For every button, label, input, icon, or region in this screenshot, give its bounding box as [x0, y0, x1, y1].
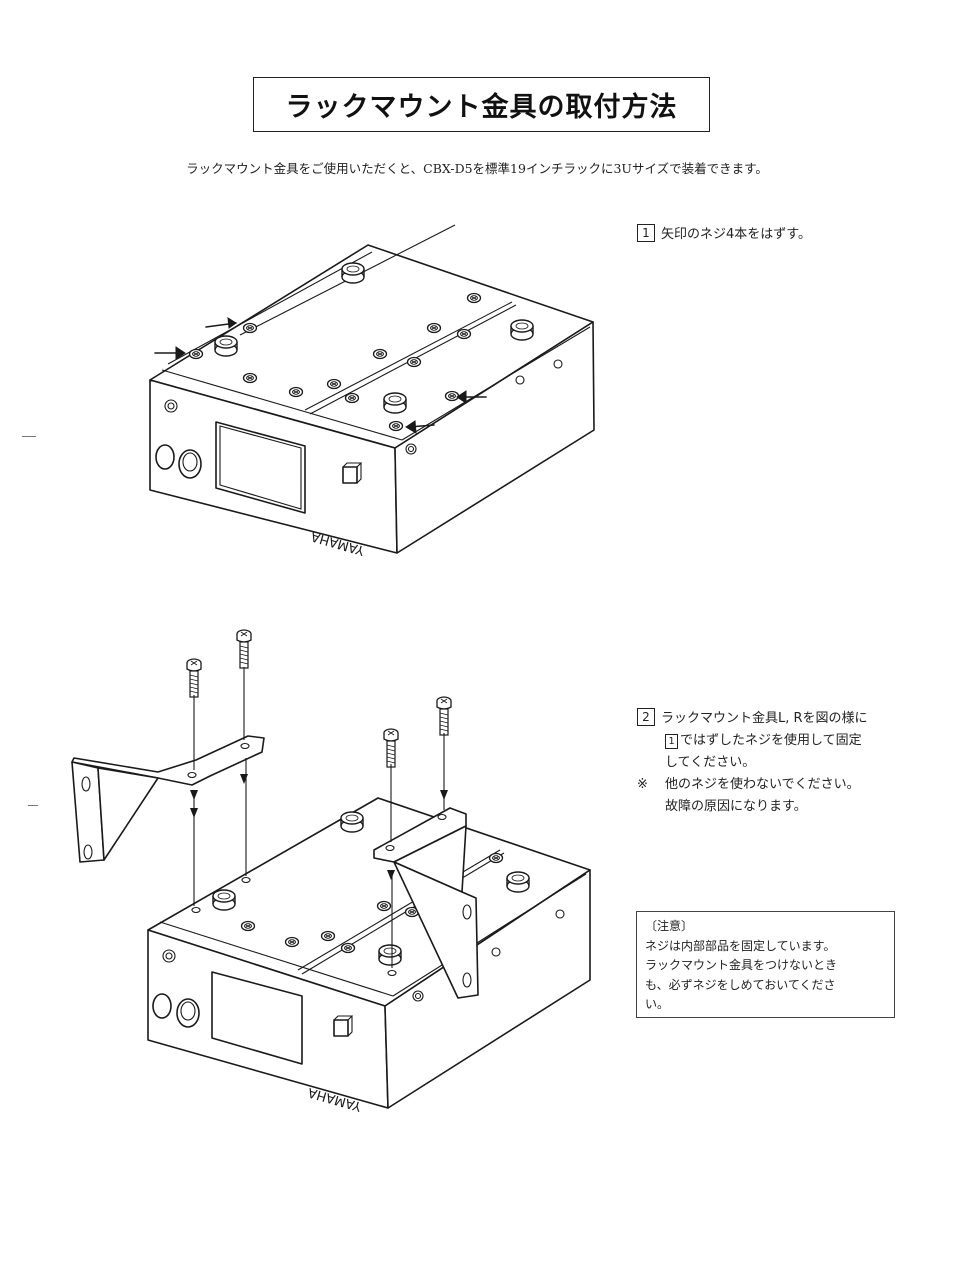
arrow-icon: [387, 870, 395, 880]
step-2-note-1: ※他のネジを使わないでください。: [637, 774, 917, 796]
guide-lines: [190, 667, 448, 968]
bolt-icon: [236, 629, 252, 669]
step-2-note-2: 故障の原因になります。: [665, 799, 807, 814]
caution-line-2: ラックマウント金具をつけないとき: [645, 958, 838, 972]
arrow-icon: [240, 774, 248, 784]
bolt-icon: [186, 658, 202, 698]
arrow-icon: [154, 346, 186, 360]
step-ref-box: 1: [665, 734, 678, 749]
arrow-icon: [190, 790, 198, 800]
scan-mark: [22, 436, 36, 437]
caution-line-4: い。: [645, 997, 670, 1011]
scan-mark: [28, 805, 38, 806]
step-1: 1 矢印のネジ4本をはずす。: [637, 224, 811, 246]
bolt-icon: [436, 696, 452, 736]
step-2-number: 2: [637, 708, 655, 726]
step-2-line-3: してください。: [665, 755, 756, 770]
caution-line-1: ネジは内部部品を固定しています。: [645, 938, 836, 953]
rack-bracket-left: [71, 735, 265, 863]
note-mark: ※: [637, 777, 648, 792]
rack-bracket-right: [373, 807, 479, 999]
arrow-icon: [205, 317, 237, 329]
step-1-number: 1: [637, 224, 655, 242]
caution-line-3: も、必ずネジをしめておいてくださ: [645, 977, 836, 992]
arrow-icon: [456, 390, 487, 404]
bolt-icon: [383, 728, 399, 768]
caution-heading: 〔注意〕: [645, 919, 694, 933]
page-title: ラックマウント金具の取付方法: [285, 92, 678, 123]
arrow-icon: [405, 420, 435, 434]
arrow-icon: [440, 790, 448, 800]
arrow-icon: [190, 808, 198, 818]
intro-text: ラックマウント金具をご使用いただくと、CBX-D5を標準19インチラックに3Uサ…: [186, 161, 768, 176]
figure-2-device: YAMAHA: [147, 797, 591, 1114]
figure-1-device: YAMAHA: [149, 224, 595, 558]
page-title-box: ラックマウント金具の取付方法: [253, 77, 710, 132]
caution-box: 〔注意〕 ネジは内部部品を固定しています。 ラックマウント金具をつけないとき も…: [636, 911, 895, 1018]
step-1-text: 矢印のネジ4本をはずす。: [661, 227, 811, 242]
